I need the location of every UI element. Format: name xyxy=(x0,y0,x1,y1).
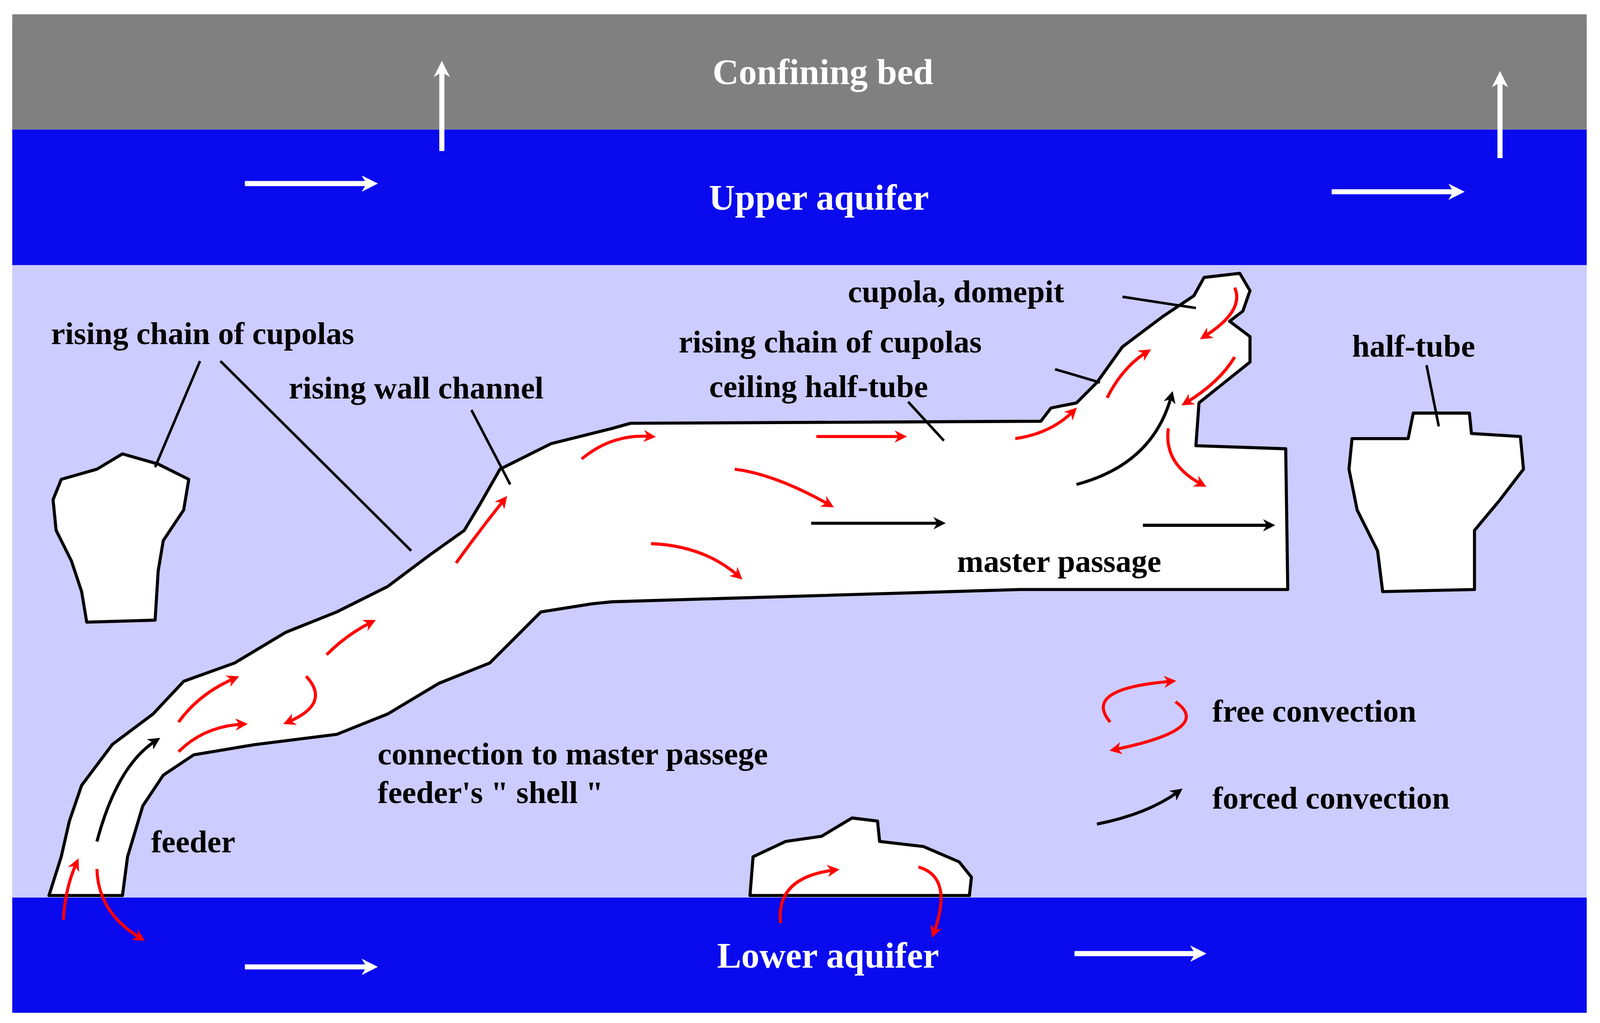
feature-label: master passage xyxy=(957,541,1162,581)
feature-label: ceiling half-tube xyxy=(709,367,928,407)
aquifer-band: Upper aquifer xyxy=(12,129,1587,266)
isolated-cupola xyxy=(53,453,189,623)
feature-label: half-tube xyxy=(1352,326,1475,366)
feature-label: rising wall channel xyxy=(288,368,544,407)
lower-aquifer-ground xyxy=(12,897,1587,1014)
feature-label: feeder xyxy=(151,822,236,861)
free-convection-arrows xyxy=(63,287,1237,939)
upper-aquifer-ground xyxy=(12,129,1587,266)
band-label: Confining bed xyxy=(712,51,934,94)
legend-label: forced convection xyxy=(1212,778,1450,818)
confining-bed-band: Confining bed xyxy=(12,14,1587,130)
legend-label: free convection xyxy=(1212,692,1417,731)
band-label: Lower aquifer xyxy=(717,934,940,977)
feature-label: rising chain of cupolas xyxy=(51,314,355,354)
feature-label: cupola, domepit xyxy=(847,272,1065,312)
half-tube-passage xyxy=(1348,413,1524,592)
band-label: Upper aquifer xyxy=(708,176,929,219)
note-label: connection to master passege feeder's " … xyxy=(377,734,812,813)
confining-bed-ground xyxy=(12,14,1587,130)
aquifer-band: Lower aquifer xyxy=(12,898,1587,1014)
forced-convection-arrows xyxy=(96,395,1271,842)
feature-label: rising chain of cupolas xyxy=(678,322,982,361)
limestone-ground xyxy=(12,265,1587,898)
main-cave xyxy=(48,273,1288,896)
